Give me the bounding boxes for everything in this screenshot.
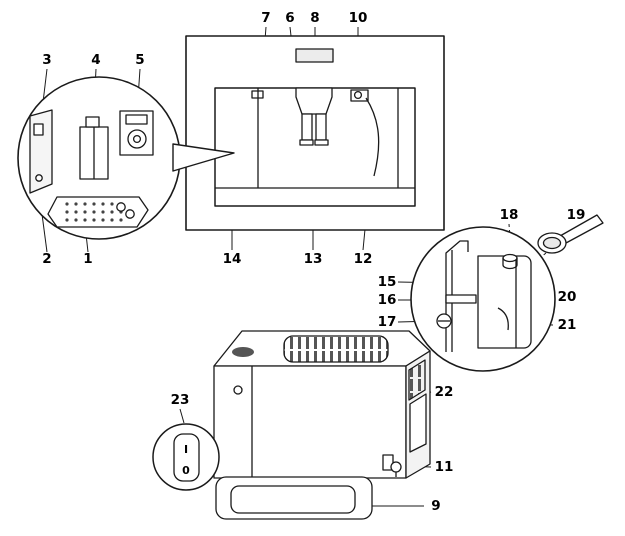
callout-14: 14 (223, 251, 242, 267)
front-view (185, 35, 445, 231)
coffee-spout-right (315, 113, 327, 141)
power-on-label: I (184, 443, 188, 456)
drip-grid-dots (63, 201, 123, 223)
spout-tip-right (314, 139, 329, 146)
side-vents (408, 359, 426, 401)
callout-12: 12 (354, 251, 373, 267)
side-panel (409, 393, 427, 453)
power-switch-detail: I 0 (152, 423, 220, 491)
intake-pipe (445, 294, 477, 304)
drip-tray (215, 476, 373, 520)
display (295, 48, 334, 63)
callout-5: 5 (135, 52, 144, 68)
housing-frame (445, 240, 469, 352)
callout-17: 17 (378, 314, 397, 330)
knob-plate (350, 89, 369, 102)
callout-23: 23 (171, 392, 190, 408)
callout-10: 10 (349, 10, 368, 26)
top-vent (232, 347, 254, 357)
grinder-unit (119, 110, 154, 156)
callout-3: 3 (42, 52, 51, 68)
coffee-spout-left (301, 113, 313, 141)
callout-7: 7 (261, 10, 270, 26)
water-valve (382, 454, 402, 477)
measuring-spoon (537, 214, 604, 254)
cup-warmer-grid (283, 335, 389, 363)
callout-8: 8 (310, 10, 319, 26)
steam-knob (353, 90, 363, 100)
callout-1: 1 (83, 251, 92, 267)
magnifier-pointer-wedge (172, 143, 235, 172)
tank-handle (497, 307, 509, 331)
grid-hole-1 (116, 202, 126, 212)
tank-housing (436, 240, 477, 352)
detail-right-circle (410, 226, 556, 372)
spoon-bowl-inner (542, 236, 562, 250)
callout-22: 22 (435, 384, 454, 400)
grinder-axle (132, 134, 142, 144)
water-tank (477, 253, 532, 349)
tank-door-curve (365, 97, 380, 177)
grid-hole-2 (125, 209, 135, 219)
valve-knob (390, 461, 402, 473)
tank-body (477, 255, 532, 349)
callout-6: 6 (285, 10, 294, 26)
door-latch (251, 90, 264, 99)
brew-unit-top (85, 116, 100, 128)
callout-16: 16 (378, 292, 397, 308)
callout-2: 2 (42, 251, 51, 267)
machine-front-face (213, 365, 407, 479)
callout-18: 18 (500, 207, 519, 223)
interior-drip-grid (47, 196, 149, 228)
spout-tip-left (299, 139, 314, 146)
callout-19: 19 (567, 207, 586, 223)
callout-4: 4 (91, 52, 100, 68)
service-door-part (29, 109, 53, 194)
brew-unit (79, 116, 109, 180)
power-switch-rocker (173, 433, 200, 482)
grinder-top (125, 114, 148, 125)
dispenser-head (295, 87, 333, 115)
callout-11: 11 (435, 459, 454, 475)
callout-20: 20 (558, 289, 577, 305)
power-switch-location (233, 385, 243, 395)
callout-13: 13 (304, 251, 323, 267)
leader-23 (179, 408, 185, 424)
door-pin (35, 174, 43, 182)
door-latch-detail (33, 123, 44, 136)
callout-15: 15 (378, 274, 397, 290)
power-off-label: 0 (182, 464, 190, 477)
machine-3d-view (213, 330, 431, 520)
filter-cap-side (502, 258, 518, 270)
filter-cap (502, 253, 518, 270)
detail-left-circle (17, 76, 235, 240)
drip-tray-inner (230, 485, 356, 514)
callout-9: 9 (431, 498, 440, 514)
callout-21: 21 (558, 317, 577, 333)
filter-cap-top (502, 253, 518, 263)
callout-labels: 1 2 3 4 5 6 7 8 9 10 11 12 13 14 15 16 1… (42, 10, 585, 514)
